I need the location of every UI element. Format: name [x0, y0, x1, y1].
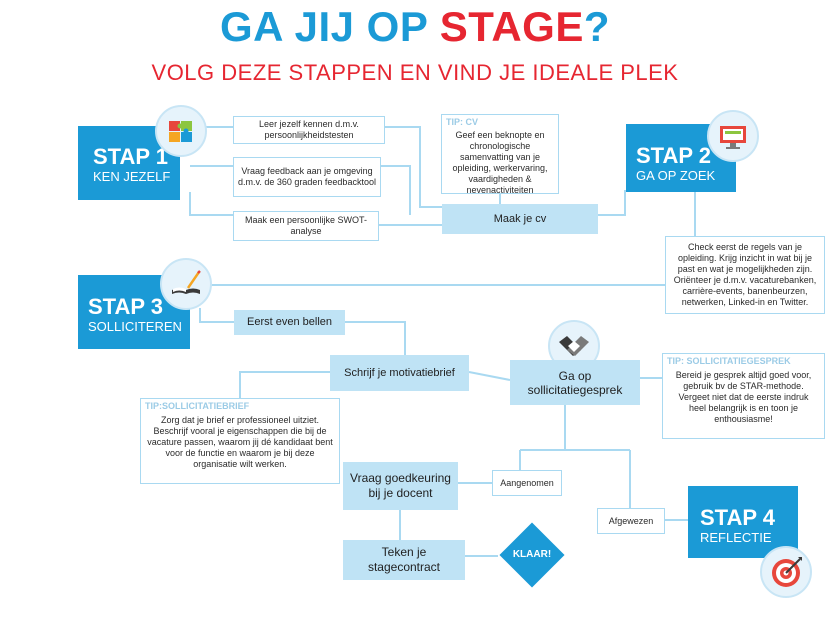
page-title: GA JIJ OP STAGE?	[0, 2, 830, 52]
puzzle-icon	[155, 105, 207, 157]
step-4-number: STAP 4	[700, 505, 775, 530]
step-4-block: STAP 4 REFLECTIE	[688, 486, 798, 558]
step-2-number: STAP 2	[636, 143, 711, 168]
tip-gesprek-label: TIP: SOLLICITATIEGESPREK	[667, 356, 791, 366]
step-1-label: KEN JEZELF	[93, 169, 171, 184]
step-1-number: STAP 1	[93, 144, 168, 169]
tip-cv-label: TIP: CV	[446, 117, 479, 127]
tip-gesprek-text: Bereid je gesprek altijd goed voor, gebr…	[675, 370, 812, 424]
stagecontract-box: Teken je stagecontract	[343, 540, 465, 580]
gesprek-box: Ga op sollicitatiegesprek	[510, 360, 640, 405]
step1-feedback-box: Vraag feedback aan je omgeving d.m.v. de…	[233, 157, 381, 197]
step-3-label: SOLLICITEREN	[88, 319, 182, 334]
step-3-number: STAP 3	[88, 294, 163, 319]
target-icon	[760, 546, 812, 598]
step1-swot-box: Maak een persoonlijke SWOT-analyse	[233, 211, 379, 241]
title-part2: STAGE	[439, 3, 584, 50]
klaar-label: KLAAR!	[512, 549, 552, 560]
step-2-label: GA OP ZOEK	[636, 168, 716, 183]
goedkeuring-box: Vraag goedkeuring bij je docent	[343, 462, 458, 510]
tip-cv-text: Geef een beknopte en chronologische same…	[452, 130, 548, 195]
motivatiebrief-box: Schrijf je motivatiebrief	[330, 355, 469, 391]
monitor-icon	[707, 110, 759, 162]
title-part3: ?	[583, 3, 610, 50]
afgewezen-box: Afgewezen	[597, 508, 665, 534]
step1-personality-test-box: Leer jezelf kennen d.m.v. persoonlijkhei…	[233, 116, 385, 144]
page-subtitle: VOLG DEZE STAPPEN EN VIND JE IDEALE PLEK	[151, 60, 679, 85]
maak-cv-box: Maak je cv	[442, 204, 598, 234]
tip-brief-text: Zorg dat je brief er professioneel uitzi…	[147, 415, 333, 469]
tip-brief-box: TIP:SOLLICITATIEBRIEF Zorg dat je brief …	[140, 398, 340, 484]
eerst-bellen-box: Eerst even bellen	[234, 310, 345, 335]
tip-cv-box: TIP: CV Geef een beknopte en chronologis…	[441, 114, 559, 195]
aangenomen-box: Aangenomen	[492, 470, 562, 496]
tip-gesprek-box: TIP: SOLLICITATIEGESPREK Bereid je gespr…	[662, 353, 825, 439]
tip-brief-label: TIP:SOLLICITATIEBRIEF	[145, 401, 250, 411]
book-pen-icon	[160, 258, 212, 310]
step2-orientation-box: Check eerst de regels van je opleiding. …	[665, 236, 825, 314]
title-part1: GA JIJ OP	[220, 3, 440, 50]
step-4-label: REFLECTIE	[700, 530, 772, 545]
